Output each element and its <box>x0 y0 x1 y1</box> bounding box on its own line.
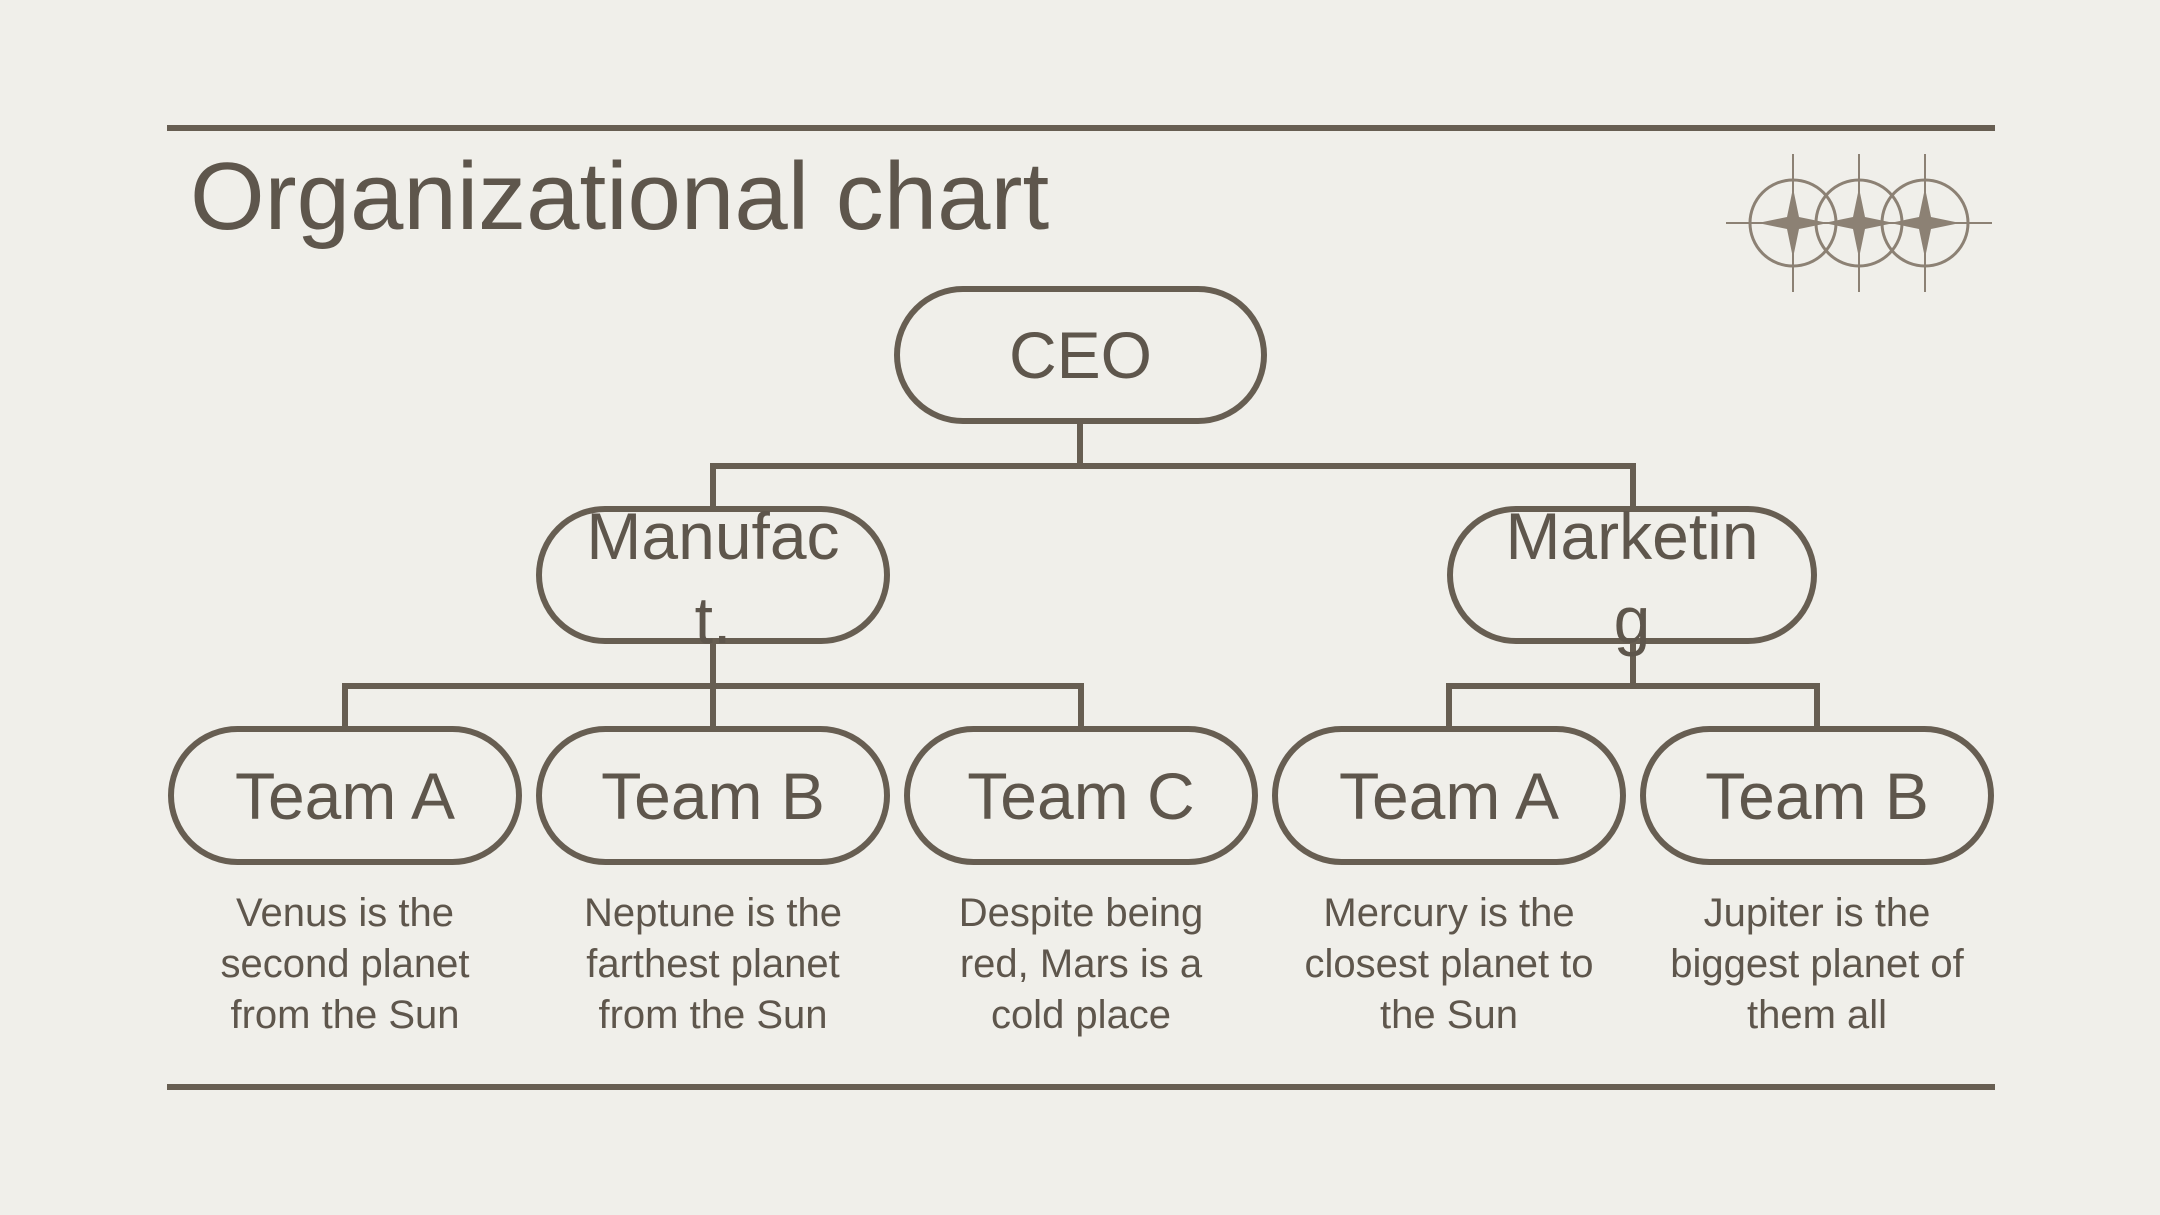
connector-manufacturing-teams <box>342 644 1084 726</box>
top-divider <box>167 125 1995 131</box>
connector-ceo-departments <box>710 424 1636 506</box>
team-description: Mercury is the closest planet to the Sun <box>1304 891 1594 1037</box>
ceo-node: CEO <box>894 286 1267 424</box>
team-description: Despite being red, Mars is a cold place <box>958 891 1204 1037</box>
department-label: Manufact. <box>586 499 840 657</box>
connector-marketing-teams <box>1446 644 1820 726</box>
team-label: Team B <box>1705 758 1929 833</box>
ceo-label: CEO <box>1008 318 1153 392</box>
team-label: Team A <box>234 758 456 833</box>
team-description: Venus is the second planet from the Sun <box>220 891 470 1037</box>
team-label: Team A <box>1338 758 1560 833</box>
team-description: Jupiter is the biggest planet of them al… <box>1670 891 1964 1037</box>
department-node-manufacturing: Manufact. <box>536 499 890 657</box>
team-node: Team B <box>1640 726 1994 865</box>
team-label: Team C <box>967 758 1195 833</box>
team-node: Team C <box>904 726 1258 865</box>
bottom-divider <box>167 1084 1995 1090</box>
page-title: Organizational chart <box>190 143 1050 250</box>
team-description: Neptune is the farthest planet from the … <box>584 891 842 1037</box>
team-node: Team B <box>536 726 890 865</box>
department-label: Marketing <box>1505 499 1759 657</box>
team-node: Team A <box>1272 726 1626 865</box>
team-label: Team B <box>601 758 825 833</box>
team-node: Team A <box>168 726 522 865</box>
department-node-marketing: Marketing <box>1447 499 1817 657</box>
triple-sparkle-circles-icon <box>1726 154 1992 292</box>
